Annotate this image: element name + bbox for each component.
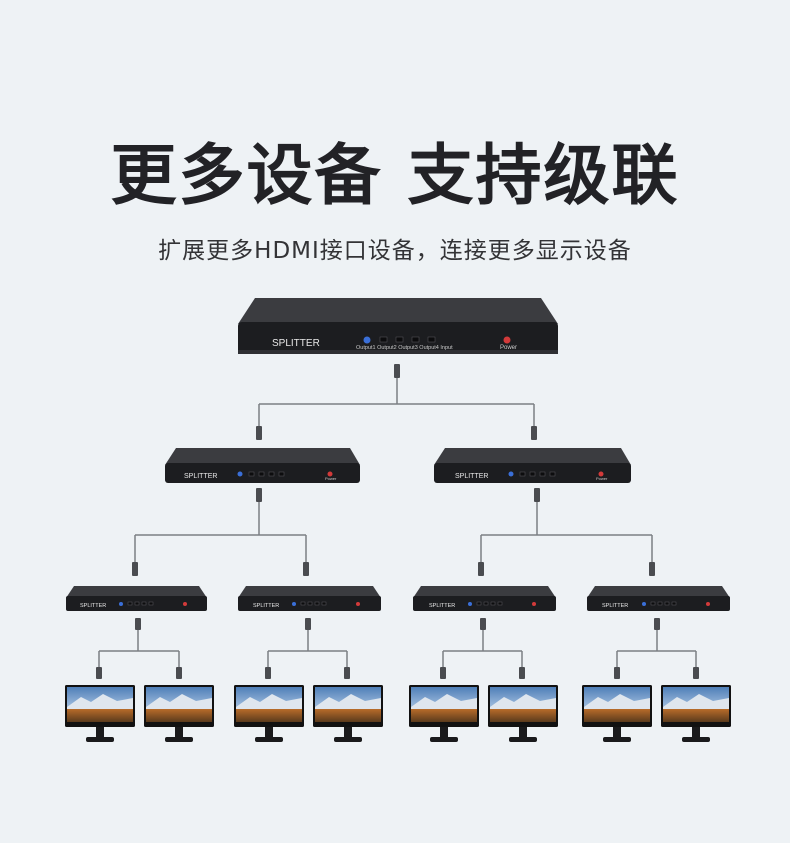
- monitor: [313, 685, 383, 742]
- port-labels: Output1 Output2 Output3 Output4 Input: [356, 345, 453, 351]
- power-label: Power: [325, 476, 337, 481]
- splitter-label: SPLITTER: [184, 473, 217, 480]
- wires-level3: [96, 618, 699, 679]
- wires-level1: [256, 364, 537, 440]
- power-led: [503, 336, 511, 344]
- monitor: [488, 685, 558, 742]
- monitor: [582, 685, 652, 742]
- wires-level2: [132, 488, 655, 576]
- monitor: [65, 685, 135, 742]
- power-label: Power: [596, 476, 608, 481]
- splitter-level2-left: SPLITTER Power: [165, 448, 360, 483]
- monitor: [409, 685, 479, 742]
- splitter-label: SPLITTER: [429, 603, 455, 609]
- page-title: 更多设备 支持级联: [110, 137, 680, 214]
- monitor: [661, 685, 731, 742]
- splitter-label: SPLITTER: [253, 603, 279, 609]
- monitor: [144, 685, 214, 742]
- splitter-level3-3: SPLITTER: [413, 586, 556, 611]
- splitter-label: SPLITTER: [455, 473, 488, 480]
- splitter-level3-2: SPLITTER: [238, 586, 381, 611]
- splitter-level1: SPLITTER Output1 Output2 Output3 Output4…: [238, 298, 558, 354]
- splitter-label: SPLITTER: [272, 338, 320, 349]
- monitor-row: [65, 685, 731, 742]
- page-subtitle: 扩展更多HDMI接口设备，连接更多显示设备: [158, 238, 632, 264]
- splitter-level3-1: SPLITTER: [66, 586, 207, 611]
- output-led: [363, 336, 371, 344]
- splitter-label: SPLITTER: [80, 603, 106, 609]
- splitter-level3-4: SPLITTER: [587, 586, 730, 611]
- splitter-level2-right: SPLITTER Power: [434, 448, 631, 483]
- monitor: [234, 685, 304, 742]
- power-label: Power: [500, 345, 517, 351]
- splitter-label: SPLITTER: [602, 603, 628, 609]
